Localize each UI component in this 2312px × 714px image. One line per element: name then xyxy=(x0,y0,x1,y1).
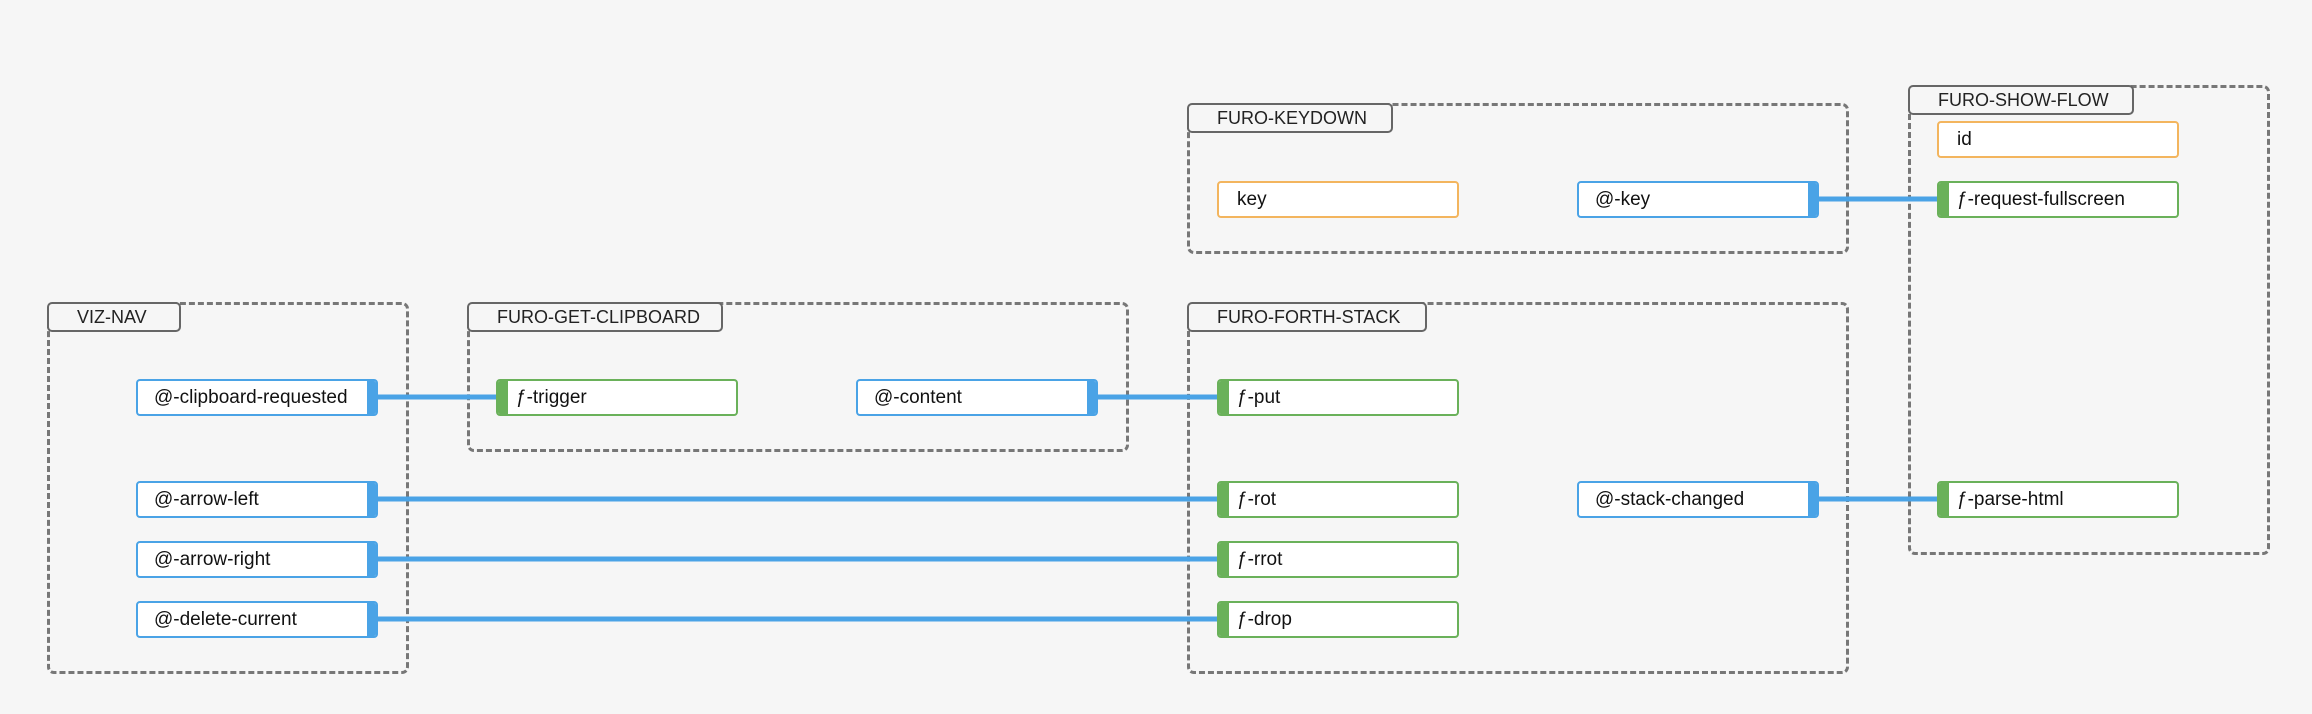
method-rot[interactable]: ƒ-rot xyxy=(1217,481,1459,518)
group-furo-forth-stack xyxy=(1187,302,1849,674)
group-label-viz-nav[interactable]: VIZ-NAV xyxy=(47,302,181,332)
property-id[interactable]: id xyxy=(1937,121,2179,158)
method-trigger[interactable]: ƒ-trigger xyxy=(496,379,738,416)
group-viz-nav xyxy=(47,302,409,674)
method-drop[interactable]: ƒ-drop xyxy=(1217,601,1459,638)
method-put[interactable]: ƒ-put xyxy=(1217,379,1459,416)
event-key[interactable]: @-key xyxy=(1577,181,1819,218)
property-key[interactable]: key xyxy=(1217,181,1459,218)
group-label-furo-get-clipboard[interactable]: FURO-GET-CLIPBOARD xyxy=(467,302,723,332)
group-label-furo-keydown[interactable]: FURO-KEYDOWN xyxy=(1187,103,1393,133)
event-arrow-left[interactable]: @-arrow-left xyxy=(136,481,378,518)
method-request-fullscreen[interactable]: ƒ-request-fullscreen xyxy=(1937,181,2179,218)
event-clipboard-requested[interactable]: @-clipboard-requested xyxy=(136,379,378,416)
event-arrow-right[interactable]: @-arrow-right xyxy=(136,541,378,578)
group-label-furo-forth-stack[interactable]: FURO-FORTH-STACK xyxy=(1187,302,1427,332)
group-furo-keydown xyxy=(1187,103,1849,254)
method-rrot[interactable]: ƒ-rrot xyxy=(1217,541,1459,578)
group-furo-get-clipboard xyxy=(467,302,1129,452)
group-label-furo-show-flow[interactable]: FURO-SHOW-FLOW xyxy=(1908,85,2134,115)
event-delete-current[interactable]: @-delete-current xyxy=(136,601,378,638)
event-content[interactable]: @-content xyxy=(856,379,1098,416)
event-stack-changed[interactable]: @-stack-changed xyxy=(1577,481,1819,518)
method-parse-html[interactable]: ƒ-parse-html xyxy=(1937,481,2179,518)
